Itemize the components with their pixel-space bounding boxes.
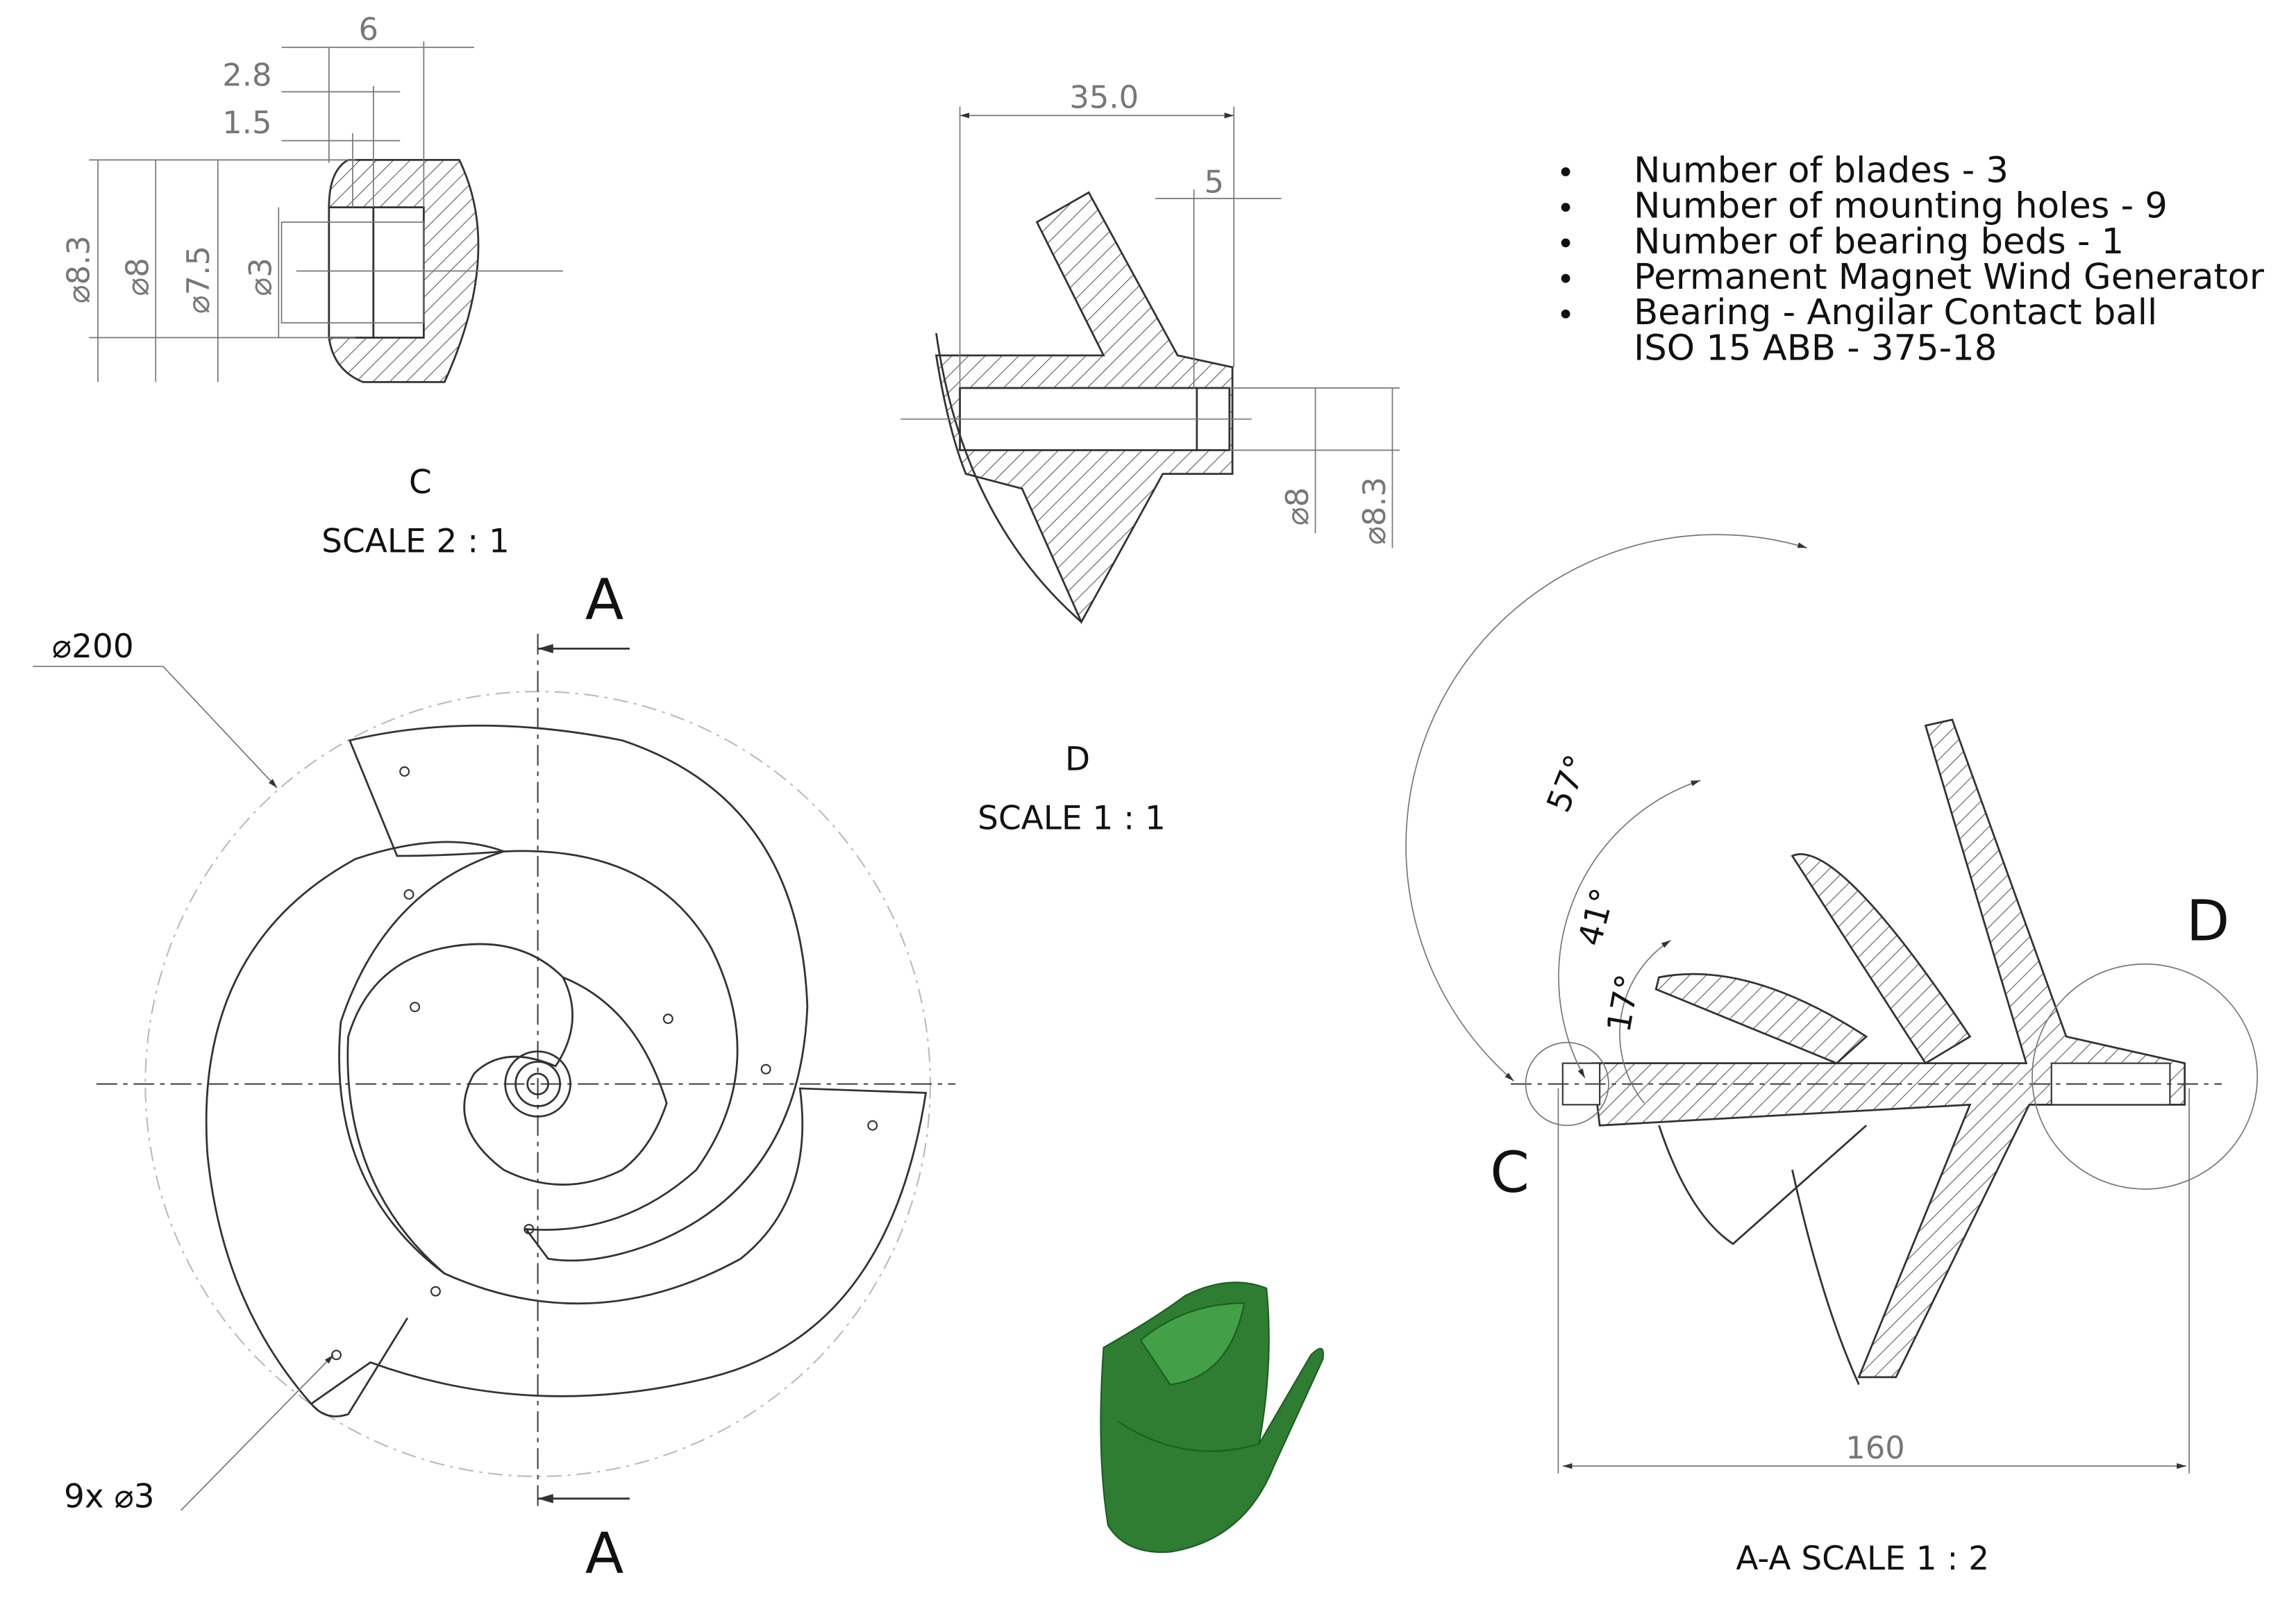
dim-1-5: 1.5 — [222, 104, 271, 141]
note-item: Permanent Magnet Wind Generator — [1561, 256, 2265, 298]
angle-41: 41° — [1571, 884, 1623, 950]
dim-dia-8-d: ⌀8 — [1279, 487, 1316, 525]
note-item: Number of blades - 3 — [1561, 149, 2009, 191]
dim-dia-7-5: ⌀7.5 — [180, 246, 217, 314]
note-iso: ISO 15 ABB - 375-18 — [1634, 327, 1997, 369]
dim-5: 5 — [1205, 163, 1225, 200]
dim-dia-200: ⌀200 — [52, 628, 134, 666]
detail-c-marker: C — [1490, 1141, 1530, 1206]
angle-17: 17° — [1600, 972, 1648, 1035]
detail-c-scale: SCALE 2 : 1 — [321, 523, 510, 561]
note-item: Number of mounting holes - 9 — [1561, 185, 2168, 227]
detail-d-marker: D — [2186, 889, 2229, 955]
detail-c-label: C — [409, 463, 432, 501]
rotor-3d-model — [1100, 1281, 1324, 1554]
dim-dia-8-3-d: ⌀8.3 — [1356, 477, 1393, 545]
dim-160: 160 — [1845, 1429, 1904, 1466]
detail-d-scale: SCALE 1 : 1 — [978, 800, 1166, 838]
detail-d-label: D — [1065, 740, 1090, 778]
dim-dia-8: ⌀8 — [119, 258, 156, 296]
svg-text:Permanent Magnet Wind Generato: Permanent Magnet Wind Generator — [1634, 256, 2265, 298]
detail-c-view: 6 2.8 1.5 ⌀8.3 ⌀8 ⌀7.5 ⌀3 C SCALE 2 : 1 — [60, 11, 563, 561]
angle-57: 57° — [1539, 750, 1596, 818]
dim-6: 6 — [358, 11, 378, 48]
svg-text:Bearing - Angilar Contact ball: Bearing - Angilar Contact ball — [1634, 292, 2157, 333]
dim-dia-3: ⌀3 — [242, 258, 279, 296]
section-mark-bottom: A — [585, 1521, 623, 1586]
front-view: A A ⌀200 9x ⌀3 — [33, 568, 956, 1586]
dim-dia-8-3: ⌀8.3 — [60, 235, 97, 303]
dim-35: 35.0 — [1069, 79, 1139, 116]
holes-callout: 9x ⌀3 — [64, 1478, 155, 1516]
section-aa-title: A-A SCALE 1 : 2 — [1736, 1540, 1989, 1578]
svg-text:Number of bearing beds - 1: Number of bearing beds - 1 — [1634, 221, 2124, 262]
notes-list: Number of blades - 3 Number of mounting … — [1561, 149, 2265, 369]
mounting-holes — [331, 766, 878, 1361]
svg-text:Number of blades - 3: Number of blades - 3 — [1634, 149, 2009, 191]
dim-2-8: 2.8 — [222, 57, 271, 94]
detail-d-view: 35.0 5 ⌀8 ⌀8.3 D SCALE 1 : 1 — [900, 79, 1400, 838]
svg-text:Number of mounting holes - 9: Number of mounting holes - 9 — [1634, 185, 2168, 227]
section-aa-view: 57° 41° 17° 160 C D A-A SCALE 1 : 2 — [1405, 534, 2259, 1578]
note-item: Bearing - Angilar Contact ball — [1561, 292, 2157, 333]
section-mark-top: A — [585, 568, 623, 633]
note-item: Number of bearing beds - 1 — [1561, 221, 2124, 262]
